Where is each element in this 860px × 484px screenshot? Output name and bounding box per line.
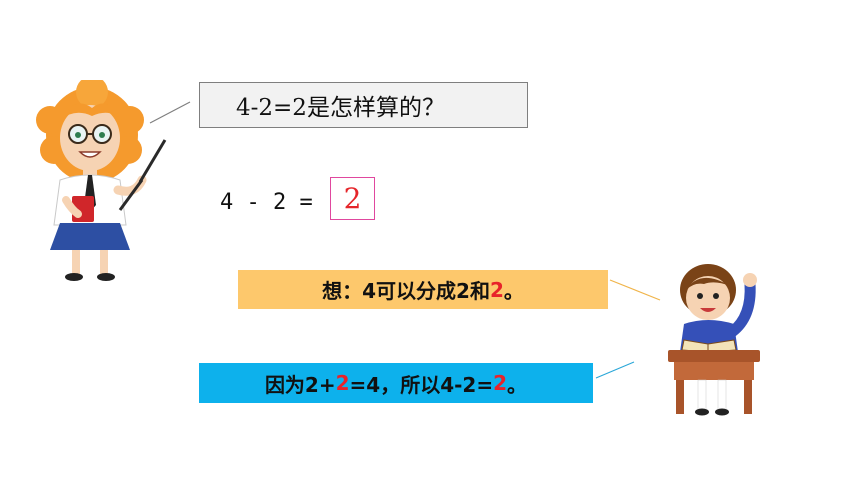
equation-operator: - bbox=[246, 189, 260, 215]
because-part2: =4，所以4-2= bbox=[349, 372, 494, 397]
think-highlight: 2 bbox=[489, 277, 504, 302]
because-highlight-2: 2 bbox=[493, 371, 508, 395]
think-suffix: 。 bbox=[503, 279, 524, 303]
equation-right: 2 bbox=[273, 189, 287, 215]
question-box: 4-2=2是怎样算的？ bbox=[199, 82, 528, 128]
answer-box: 2 bbox=[330, 177, 375, 220]
teacher-illustration bbox=[36, 80, 167, 281]
answer-value: 2 bbox=[343, 182, 362, 215]
equation-left: 4 bbox=[220, 189, 234, 215]
teacher-callout-line bbox=[149, 101, 191, 124]
student-callout-lines bbox=[595, 279, 661, 379]
equation-equals: = bbox=[299, 189, 313, 215]
because-box: 因为2+2=4，所以4-2=2。 bbox=[199, 363, 593, 403]
because-part3: 。 bbox=[507, 372, 528, 397]
student-illustration bbox=[668, 264, 760, 416]
because-highlight-1: 2 bbox=[335, 371, 350, 395]
think-text: 想：4可以分成2和 bbox=[322, 279, 490, 303]
because-part1: 因为2+ bbox=[264, 372, 336, 397]
question-text: 4-2=2是怎样算的？ bbox=[236, 95, 445, 121]
equation: 4 - 2 = bbox=[220, 186, 313, 218]
